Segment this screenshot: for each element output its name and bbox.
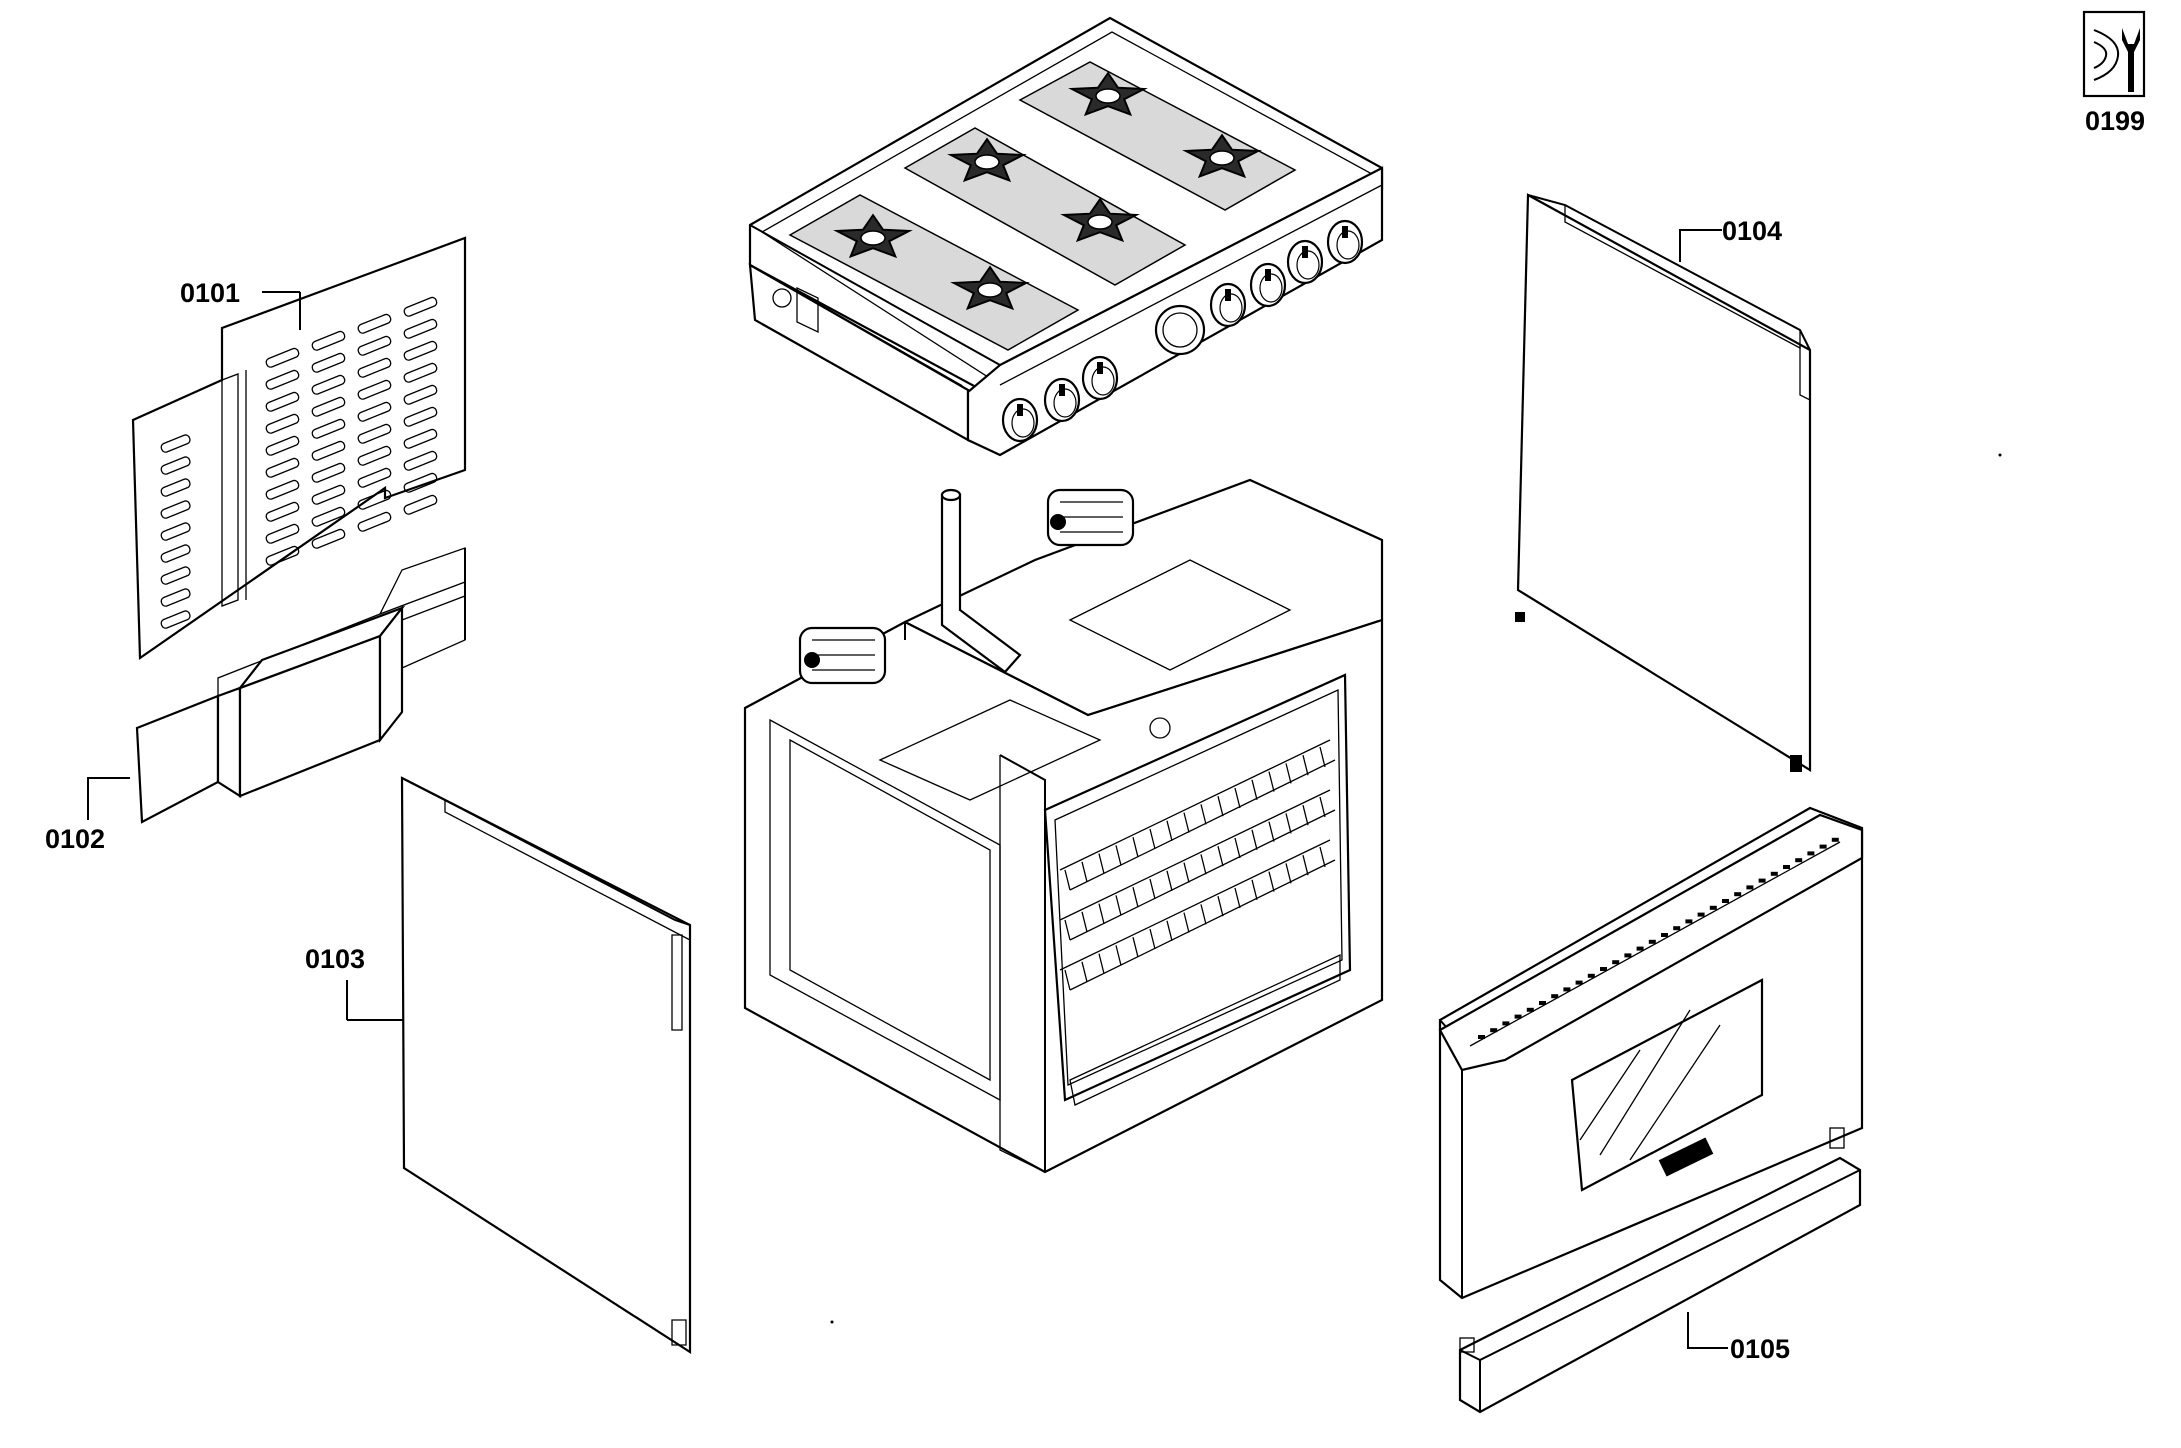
part-0102-lower-bracket	[135, 547, 466, 824]
vent-slots	[160, 296, 438, 629]
part-0105-kick-plate	[1458, 1127, 1862, 1414]
callout-0104: 0104	[1722, 216, 1782, 246]
part-0103-left-side-panel	[400, 776, 692, 1355]
burner-grates	[833, 71, 1262, 311]
callout-0103: 0103	[305, 944, 365, 974]
callout-0101: 0101	[180, 278, 240, 308]
door-vent-holes	[1478, 837, 1839, 1039]
oven-racks	[1059, 739, 1336, 991]
part-0105-oven-door	[1438, 806, 1864, 1300]
callout-0199: 0199	[2085, 106, 2145, 136]
part-0101-rear-panel	[131, 236, 467, 661]
control-knobs	[1001, 219, 1364, 443]
fan-motor-right	[1046, 488, 1135, 547]
fan-motor-left	[798, 626, 887, 685]
callout-0102: 0102	[45, 824, 105, 854]
wrench-plug-icon	[2082, 10, 2146, 98]
part-0104-right-side-panel	[1515, 193, 1812, 772]
callout-0105: 0105	[1730, 1334, 1790, 1364]
part-oven-body	[743, 478, 1384, 1174]
part-cooktop	[748, 16, 1384, 457]
